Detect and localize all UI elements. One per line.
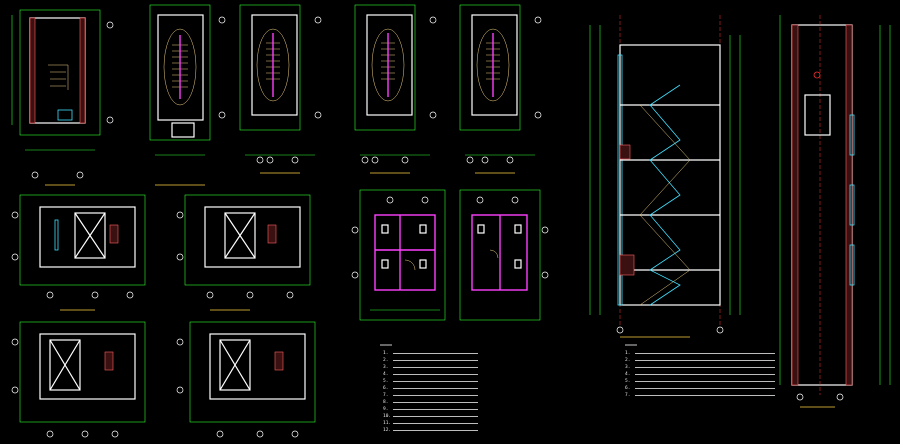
note-number: 3.: [383, 365, 389, 370]
stair-plan-5: [459, 4, 542, 174]
note-line: 9.: [383, 406, 503, 413]
note-number: 7.: [625, 393, 631, 398]
note-text-line: [393, 395, 478, 396]
stair-plan-4: [354, 4, 437, 174]
note-text-line: [635, 395, 775, 396]
note-line: 11.: [383, 420, 503, 427]
note-text-line: [635, 353, 775, 354]
elevator-plan-2: [176, 194, 311, 311]
note-number: 1.: [383, 351, 389, 356]
note-text-line: [393, 409, 478, 410]
note-text-line: [393, 353, 478, 354]
note-number: 1.: [625, 351, 631, 356]
note-text-line: [393, 430, 478, 431]
note-text-line: [393, 381, 478, 382]
note-text-line: [635, 374, 775, 375]
note-line: 2.: [383, 357, 503, 364]
note-text-line: [635, 388, 775, 389]
notes-right-list: 1. 2. 3. 4. 5. 6. 7.: [625, 350, 785, 399]
restroom-plan-2: [459, 189, 549, 321]
note-text-line: [635, 360, 775, 361]
note-text-line: [393, 402, 478, 403]
note-line: 4.: [625, 371, 785, 378]
elevator-plan-1: [11, 194, 146, 311]
note-number: 5.: [383, 379, 389, 384]
note-text-line: [635, 367, 775, 368]
note-text-line: [635, 381, 775, 382]
note-number: 5.: [625, 379, 631, 384]
notes-left-list: 1. 2. 3. 4. 5. 6. 7. 8. 9. 10. 11. 12.: [383, 350, 503, 434]
note-line: 5.: [625, 378, 785, 385]
note-line: 8.: [383, 399, 503, 406]
note-line: 2.: [625, 357, 785, 364]
note-number: 9.: [383, 407, 389, 412]
note-line: 7.: [625, 392, 785, 399]
restroom-plan-1: [351, 189, 446, 321]
elevator-plan-4: [176, 321, 316, 438]
note-text-line: [393, 416, 478, 417]
note-number: 4.: [383, 372, 389, 377]
note-number: 10.: [383, 414, 392, 419]
stair-plan-3: [239, 4, 322, 174]
note-number: 4.: [625, 372, 631, 377]
elevator-plan-3: [11, 321, 146, 438]
note-line: 4.: [383, 371, 503, 378]
note-number: 7.: [383, 393, 389, 398]
stair-section: [589, 15, 741, 338]
note-line: 6.: [625, 385, 785, 392]
note-line: 6.: [383, 385, 503, 392]
note-number: 12.: [383, 428, 392, 433]
stair-plan-1: [11, 9, 114, 186]
note-number: 6.: [383, 386, 389, 391]
note-number: 11.: [383, 421, 392, 426]
note-line: 7.: [383, 392, 503, 399]
note-number: 8.: [383, 400, 389, 405]
note-number: 6.: [625, 386, 631, 391]
elevator-section: [779, 15, 891, 408]
note-line: 3.: [625, 364, 785, 371]
note-line: 5.: [383, 378, 503, 385]
note-line: 12.: [383, 427, 503, 434]
note-number: 2.: [383, 358, 389, 363]
stair-plan-2: [149, 4, 226, 186]
note-text-line: [393, 423, 478, 424]
note-text-line: [393, 367, 478, 368]
note-number: 3.: [625, 365, 631, 370]
note-number: 2.: [625, 358, 631, 363]
note-line: 1.: [625, 350, 785, 357]
note-line: 10.: [383, 413, 503, 420]
note-text-line: [393, 388, 478, 389]
note-line: 3.: [383, 364, 503, 371]
note-line: 1.: [383, 350, 503, 357]
note-text-line: [393, 360, 478, 361]
note-text-line: [393, 374, 478, 375]
